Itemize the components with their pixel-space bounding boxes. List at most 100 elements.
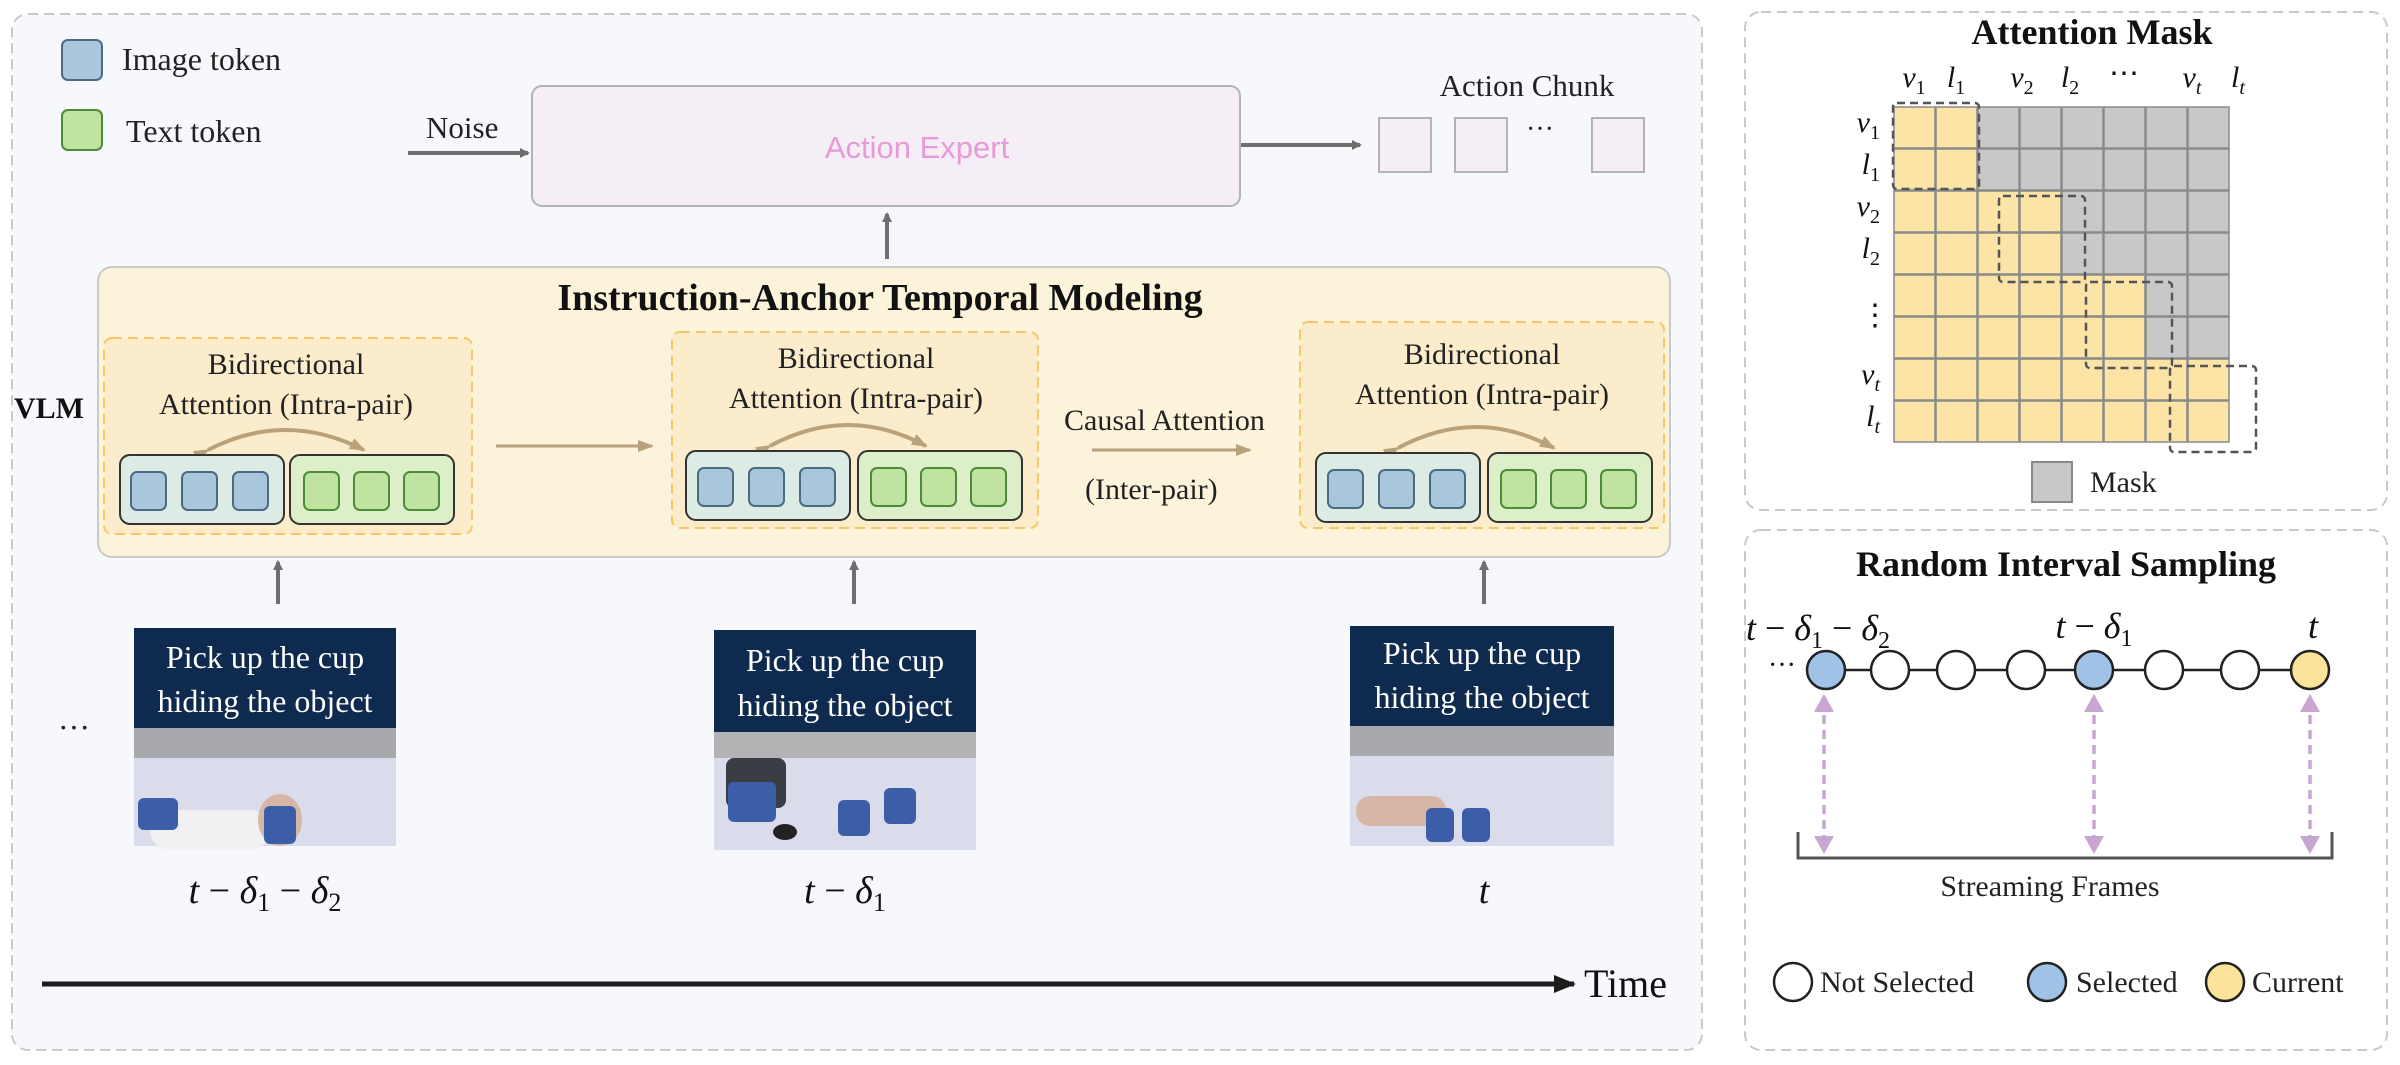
pair-title-line1: Bidirectional	[1404, 338, 1561, 371]
noise-label: Noise	[426, 110, 498, 145]
legend-selected-label: Selected	[2076, 966, 2178, 999]
text-token	[920, 467, 957, 507]
frame-2: Pick up the cup hiding the object	[714, 630, 976, 850]
mask-cell-visible	[2061, 316, 2104, 359]
sample-node-not-selected	[1935, 649, 1977, 691]
frame-table-edge	[1350, 726, 1614, 756]
sample-node-selected	[1805, 649, 1847, 691]
link-head-up	[1814, 694, 1834, 712]
mask-cell-visible	[1935, 316, 1978, 359]
sampling-frame-links	[1822, 700, 2312, 842]
image-token	[130, 471, 167, 511]
frame-object	[773, 824, 797, 840]
mask-cell-masked	[2061, 148, 2104, 191]
image-token	[697, 467, 734, 507]
mask-cell-masked	[2187, 148, 2230, 191]
frame-cup	[138, 798, 178, 830]
sample-node-not-selected	[2005, 649, 2047, 691]
frame-1: Pick up the cup hiding the object	[134, 628, 396, 850]
mask-cell-masked	[2145, 148, 2188, 191]
mask-cell-visible	[1935, 232, 1978, 275]
sampling-link-heads	[1814, 694, 2320, 854]
sampling-label-t-d1: t − δ1	[2055, 606, 2132, 652]
mask-cell-visible	[1893, 148, 1936, 191]
time-label-frame-3: t	[1479, 870, 1491, 912]
sample-node-selected	[2073, 649, 2115, 691]
mask-cell-visible	[2103, 400, 2146, 443]
mask-cell-visible	[2019, 232, 2062, 275]
frame-cup	[1462, 808, 1490, 842]
mask-cell-visible	[2187, 400, 2230, 443]
action-chunk-cell	[1378, 117, 1432, 173]
sample-node-not-selected	[2219, 649, 2261, 691]
frame-cup	[838, 800, 870, 836]
vlm-label: VLM	[14, 392, 84, 425]
mask-cell-visible	[1977, 358, 2020, 401]
frame-caption-box	[714, 630, 976, 732]
mask-cell-masked	[2019, 148, 2062, 191]
pair-title-line1: Bidirectional	[208, 348, 365, 381]
mask-cell-masked	[2187, 316, 2230, 359]
text-token	[870, 467, 907, 507]
streaming-frames-label: Streaming Frames	[1940, 870, 2159, 903]
link-head-down	[2300, 836, 2320, 854]
text-token	[403, 471, 440, 511]
image-token	[1429, 469, 1466, 509]
mask-cell-visible	[1893, 274, 1936, 317]
mask-cell-visible	[2019, 400, 2062, 443]
pair-title-line2: Attention (Intra-pair)	[729, 382, 983, 415]
frame-cup	[728, 782, 776, 822]
action-chunk-cell	[1591, 117, 1645, 173]
mask-cell-visible	[1893, 358, 1936, 401]
mask-cell-masked	[2019, 106, 2062, 149]
mask-cell-visible	[2019, 358, 2062, 401]
sampling-label-t: t	[2308, 606, 2319, 646]
attention-pair-1: Bidirectional Attention (Intra-pair)	[103, 337, 473, 535]
mask-cell-visible	[1935, 358, 1978, 401]
action-chunk-label: Action Chunk	[1440, 68, 1615, 103]
attention-pair-2: Bidirectional Attention (Intra-pair)	[671, 331, 1039, 529]
mask-cell-visible	[2061, 358, 2104, 401]
mask-cell-visible	[1893, 190, 1936, 233]
pair-title-line2: Attention (Intra-pair)	[1355, 378, 1609, 411]
legend-selected-icon	[2026, 961, 2068, 1003]
frame-cup	[884, 788, 916, 824]
mask-cell-masked	[2103, 190, 2146, 233]
mask-cell-masked	[2187, 190, 2230, 233]
image-token	[1327, 469, 1364, 509]
text-token-swatch	[61, 109, 103, 151]
mask-cell-masked	[2187, 232, 2230, 275]
mask-block-outline	[2084, 280, 2174, 370]
mask-cell-masked	[2145, 106, 2188, 149]
causal-attention-label: Causal Attention	[1064, 404, 1265, 437]
frame-cup	[1426, 808, 1454, 842]
pair-title-line2: Attention (Intra-pair)	[159, 388, 413, 421]
mask-cell-masked	[2145, 190, 2188, 233]
mask-row-labels: v1 l1 v2 l2 ⋮ vt lt	[1857, 106, 1890, 438]
bidirectional-arrow	[754, 423, 928, 458]
frame-caption-line1: Pick up the cup	[746, 642, 944, 678]
frame-caption-line2: hiding the object	[737, 687, 952, 723]
legend-current-label: Current	[2252, 966, 2344, 999]
text-token	[970, 467, 1007, 507]
mask-cell-masked	[2187, 106, 2230, 149]
image-token	[1378, 469, 1415, 509]
mask-cell-visible	[1893, 400, 1936, 443]
col-label-ellipsis: ⋯	[2109, 57, 2139, 90]
image-token	[748, 467, 785, 507]
mask-cell-visible	[2145, 400, 2188, 443]
mask-cell-visible	[1935, 274, 1978, 317]
image-token-label: Image token	[122, 41, 281, 77]
mask-cell-masked	[2103, 106, 2146, 149]
frame-hand	[1356, 796, 1446, 826]
mask-cell-visible	[1935, 190, 1978, 233]
mask-cell-masked	[2061, 232, 2104, 275]
link-head-down	[1814, 836, 1834, 854]
mask-block-outlines	[1891, 101, 2258, 454]
sampling-title: Random Interval Sampling	[1856, 544, 2276, 584]
frame-caption-box	[1350, 626, 1614, 726]
text-token-label: Text token	[126, 113, 262, 149]
mask-cell-visible	[1893, 316, 1936, 359]
legend-current-icon	[2204, 961, 2246, 1003]
